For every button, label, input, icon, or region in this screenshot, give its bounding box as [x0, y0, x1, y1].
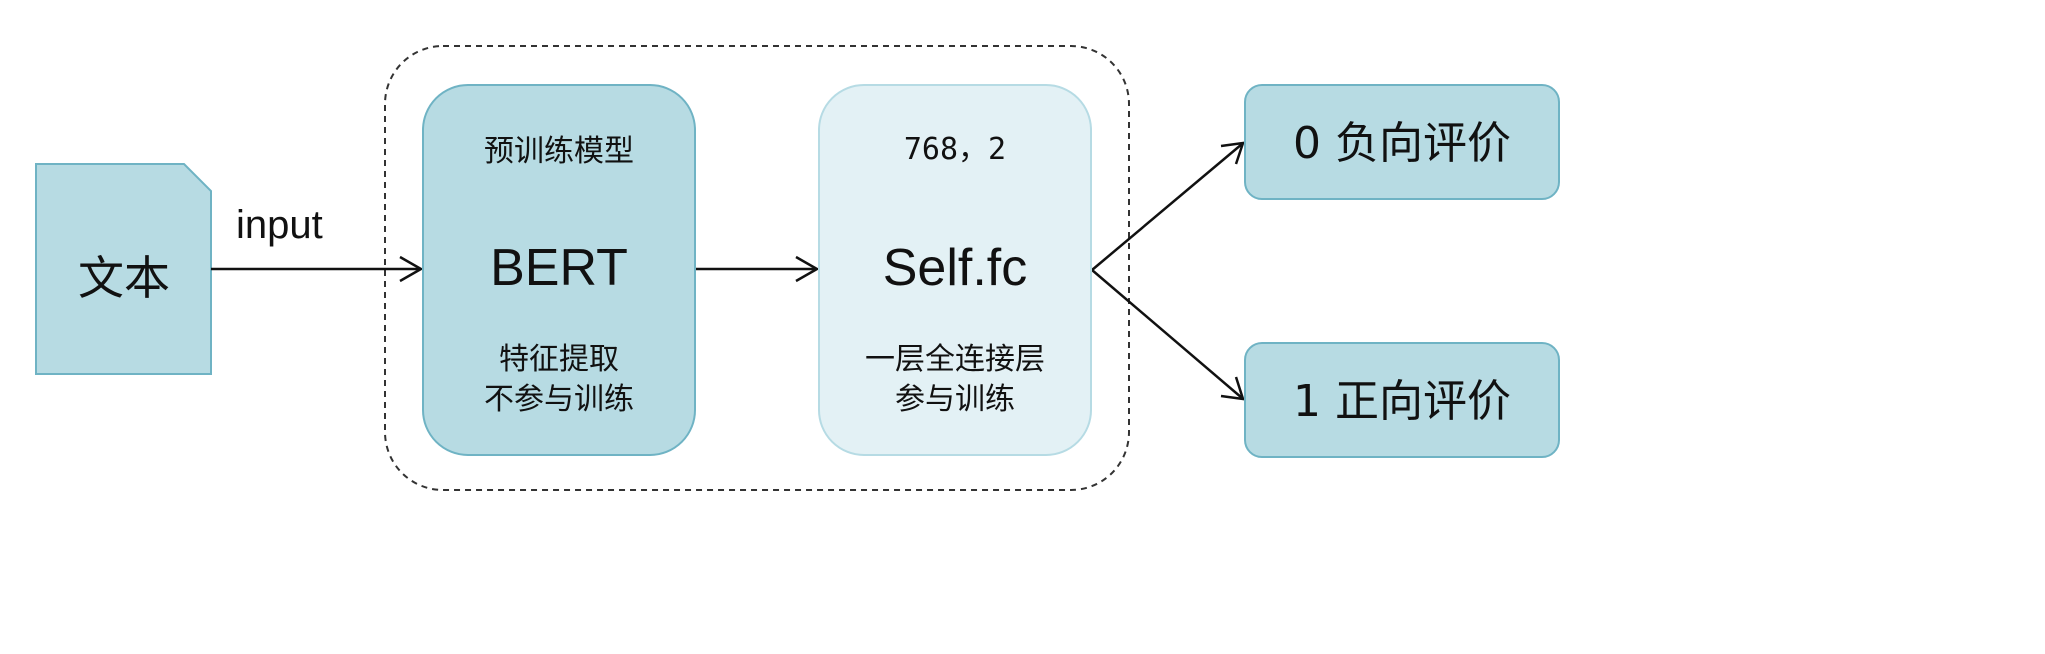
diagram-connectors [35, 45, 1245, 491]
arrow-fc-to-negative [1091, 141, 1245, 271]
arrow-fc-to-positive [1091, 269, 1245, 401]
document-label: 文本 [78, 251, 170, 305]
fc-desc-line2: 参与训练 [895, 382, 1015, 417]
input-edge-label: input [236, 203, 323, 247]
bert-desc-line1: 特征提取 [499, 342, 619, 377]
document-shape [35, 163, 212, 375]
fc-desc-line1: 一层全连接层 [865, 342, 1045, 377]
fc-title: Self.fc [882, 239, 1028, 297]
fc-top-label: 768，2 [903, 132, 1007, 167]
model-group-frame [384, 45, 1130, 491]
bert-title: BERT [490, 239, 628, 297]
bert-desc-line2: 不参与训练 [484, 382, 634, 417]
output-positive: 1 正向评价 [1244, 342, 1560, 458]
arrow-bert-to-fc [696, 255, 820, 283]
arrow-input-to-bert [211, 255, 424, 283]
fc-block: 768，2 Self.fc 一层全连接层 参与训练 [818, 84, 1092, 456]
bert-block: 预训练模型 BERT 特征提取 不参与训练 [422, 84, 696, 456]
output-negative-label: 0 负向评价 [1293, 118, 1511, 169]
output-negative: 0 负向评价 [1244, 84, 1560, 200]
bert-top-label: 预训练模型 [484, 134, 634, 169]
output-positive-label: 1 正向评价 [1293, 376, 1511, 427]
